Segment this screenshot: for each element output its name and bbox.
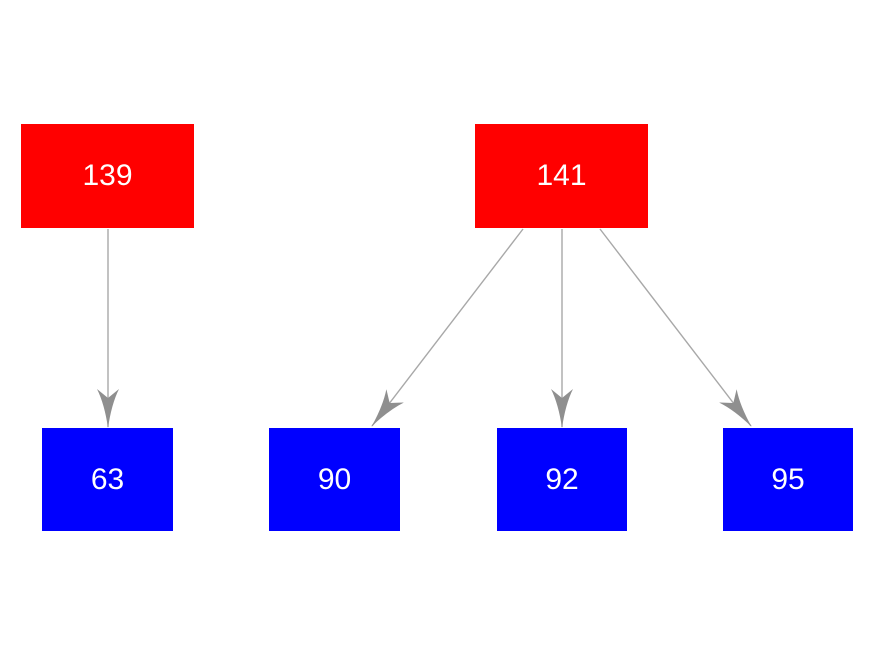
node-139[interactable]: 139 [21,124,194,228]
node-label: 141 [536,159,587,192]
node-label: 90 [317,462,352,496]
edge-141-90 [371,228,524,427]
node-label: 63 [90,462,125,496]
node-90[interactable]: 90 [269,428,400,531]
node-label: 95 [771,462,805,496]
node-label: 139 [82,159,133,192]
edge-141-95 [599,228,752,427]
node-141[interactable]: 141 [475,124,648,228]
node-label: 92 [545,462,579,496]
node-92[interactable]: 92 [497,428,627,531]
node-63[interactable]: 63 [42,428,173,531]
node-95[interactable]: 95 [723,428,853,531]
